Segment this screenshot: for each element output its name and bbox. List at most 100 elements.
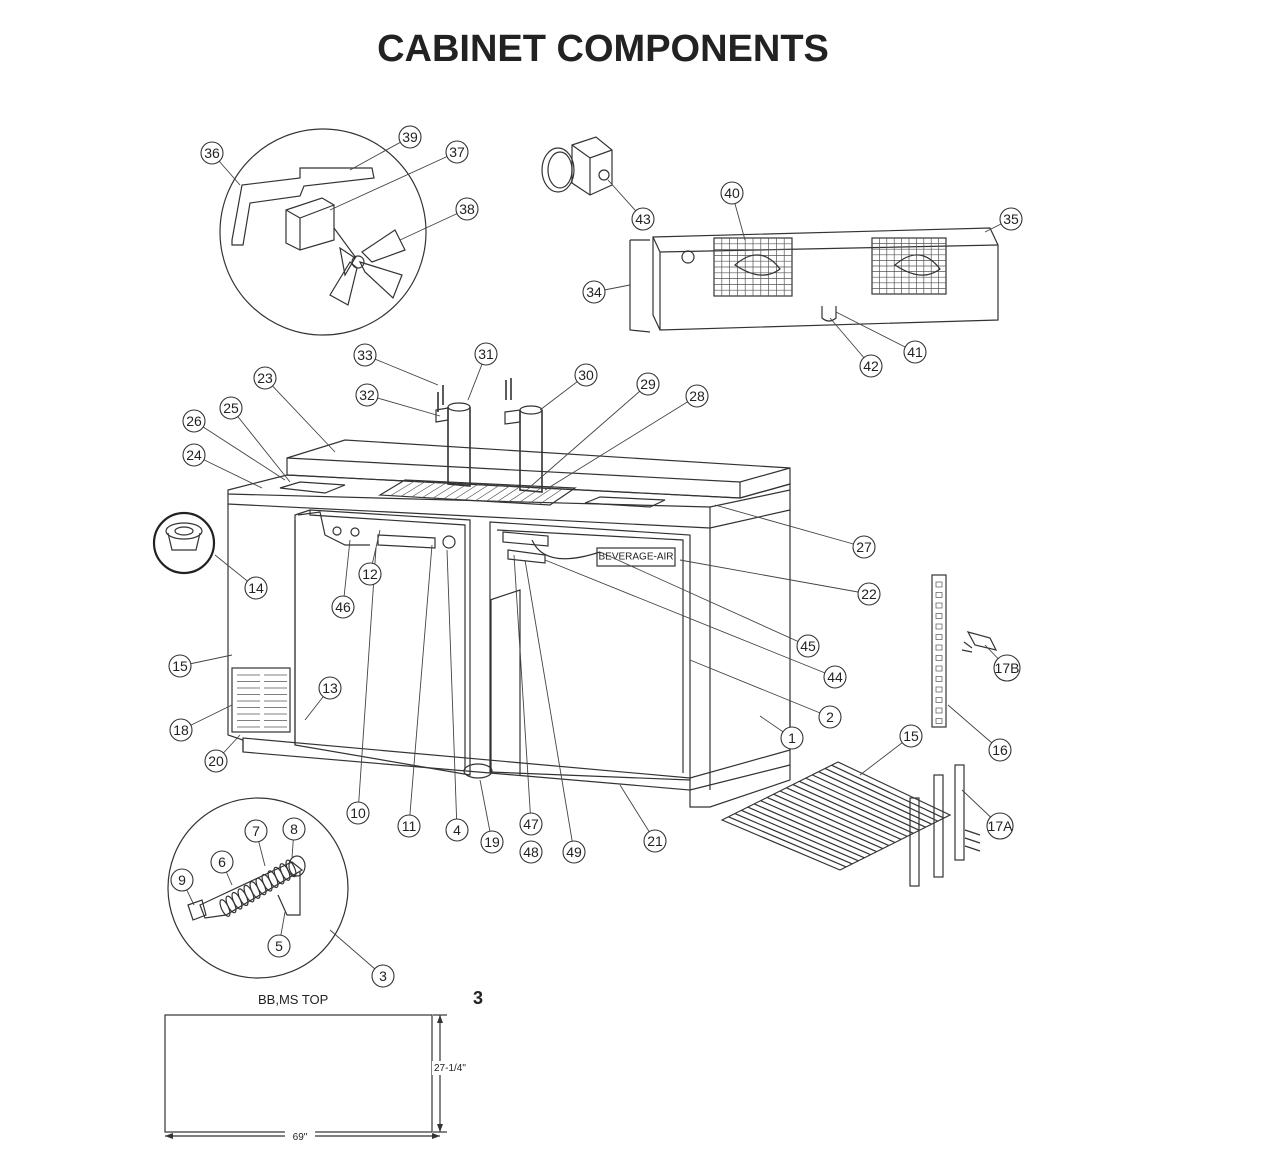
- callout-bubble: [480, 830, 504, 854]
- callout-label: 29: [640, 376, 656, 392]
- leader-line-24: [193, 454, 263, 489]
- lock-cylinder: [199, 861, 304, 919]
- leader-line-33: [364, 354, 439, 386]
- right-door-latch: [507, 549, 546, 564]
- evap-edges: [652, 236, 999, 330]
- bumper-top-inner: [174, 526, 194, 536]
- callout-31: 31: [474, 342, 498, 366]
- callout-bubble: [445, 140, 469, 164]
- kickplate-grille-lines: [237, 674, 287, 728]
- evaporator-housing: [629, 227, 999, 333]
- leader-line-28: [544, 395, 698, 491]
- tap-handle-left: [437, 385, 444, 412]
- callout-35: 35: [999, 207, 1023, 231]
- callout-16: 16: [988, 738, 1012, 762]
- evap-fan-grille-left: [713, 237, 793, 297]
- callout-label: 13: [322, 680, 338, 696]
- callout-label: 15: [903, 728, 919, 744]
- callout-bubble: [643, 829, 667, 853]
- callout-label: 8: [290, 821, 298, 837]
- callout-label: 24: [186, 447, 202, 463]
- evap-fan-right-blade: [894, 254, 941, 276]
- callout-bubble: [720, 181, 744, 205]
- left-door-lock-area: [297, 511, 370, 546]
- callout-17B: 17B: [993, 654, 1021, 682]
- callout-bubble: [993, 654, 1021, 682]
- callout-label: 42: [863, 358, 879, 374]
- callout-label: 30: [578, 367, 594, 383]
- callout-bubble: [346, 801, 370, 825]
- callout-bubble: [170, 868, 194, 892]
- right-door-handle: [502, 531, 549, 547]
- leader-line-23: [264, 377, 336, 453]
- callout-label: 28: [689, 388, 705, 404]
- callout-bubble: [519, 812, 543, 836]
- tower-right: [519, 410, 543, 493]
- top-tray-right: [584, 496, 666, 508]
- leader-line-11: [408, 544, 433, 827]
- callout-label: 25: [223, 400, 239, 416]
- left-door-panel: [294, 509, 471, 776]
- callout-37: 37: [445, 140, 469, 164]
- top-dimension-drawing: BB,MS TOP 27-1/4" 69": [164, 992, 476, 1143]
- callout-14: 14: [244, 576, 268, 600]
- callout-bubble: [169, 718, 193, 742]
- callout-bubble: [168, 654, 192, 678]
- lock-detail-circle: [167, 797, 349, 979]
- leader-line-32: [366, 394, 441, 417]
- leader-line-44: [544, 559, 836, 678]
- tower-left-top: [447, 402, 471, 412]
- tower-right-top: [519, 405, 543, 415]
- callout-bubble: [200, 141, 224, 165]
- callout-label: 35: [1003, 211, 1019, 227]
- callout-label: 10: [350, 805, 366, 821]
- fan-blade-2: [358, 261, 403, 300]
- callout-7: 7: [244, 819, 268, 843]
- right-door-panel: [489, 521, 691, 781]
- width-dim-label-bg: [285, 1130, 315, 1142]
- callout-label: 27: [856, 539, 872, 555]
- top-tray-left: [279, 481, 346, 494]
- callout-bubble: [371, 964, 395, 988]
- callout-label: 39: [402, 129, 418, 145]
- callout-6: 6: [210, 850, 234, 874]
- callout-bubble: [636, 372, 660, 396]
- evap-thermostat-hole: [681, 250, 695, 264]
- left-door-screw-2: [350, 527, 360, 537]
- callout-bubble: [988, 738, 1012, 762]
- callout-bubble: [331, 595, 355, 619]
- fan-motor-edges: [285, 204, 335, 250]
- callout-label: 19: [484, 834, 500, 850]
- leader-line-49: [524, 559, 575, 853]
- cabinet-base-edge: [689, 764, 791, 791]
- evap-side-bracket: [629, 239, 651, 333]
- callout-38: 38: [455, 197, 479, 221]
- callout-bubble: [818, 705, 842, 729]
- right-door-handle-curve: [531, 539, 601, 560]
- callout-bubble: [519, 840, 543, 864]
- leader-line-2: [689, 659, 831, 718]
- door-lock: [442, 535, 456, 549]
- cabinet-top-slab-edges: [286, 457, 791, 498]
- left-door-inner: [309, 510, 466, 770]
- bumper-detail-circle: [152, 511, 216, 575]
- callout-label: 26: [186, 413, 202, 429]
- callout-label: 36: [204, 145, 220, 161]
- callout-label: 17B: [995, 660, 1020, 676]
- callout-22: 22: [857, 582, 881, 606]
- height-dim-label-bg: [432, 1061, 476, 1075]
- callout-15: 15: [168, 654, 192, 678]
- callout-bubble: [631, 207, 655, 231]
- tap-handle-right: [505, 378, 512, 400]
- callout-label: 47: [523, 816, 539, 832]
- fan-motor-shape: [285, 197, 335, 251]
- callout-24: 24: [182, 443, 206, 467]
- callout-48: 48: [519, 840, 543, 864]
- bumper-body: [167, 532, 201, 551]
- callout-9: 9: [170, 868, 194, 892]
- fan-hub: [351, 255, 365, 269]
- callout-leaders: [179, 136, 1012, 977]
- callout-39: 39: [398, 125, 422, 149]
